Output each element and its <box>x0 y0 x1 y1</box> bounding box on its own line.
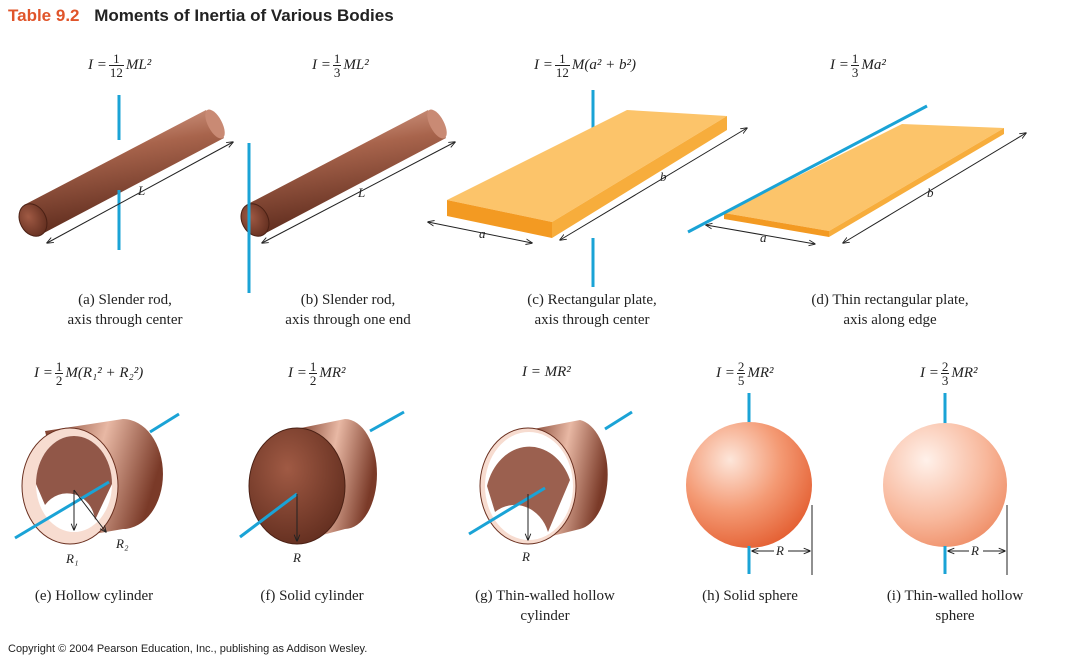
sphere-body <box>883 423 1007 547</box>
radius-label: R <box>292 550 301 565</box>
length-label: b <box>927 185 934 200</box>
axis-line <box>468 486 546 536</box>
radius-label: R <box>970 543 979 558</box>
plate-center-figure: a b <box>428 90 747 287</box>
caption-f: (f) Solid cylinder <box>260 588 364 604</box>
length-dimension <box>262 142 455 243</box>
label-mask <box>969 543 983 557</box>
caption-b: (b) Slender rod,axis through one end <box>285 292 411 328</box>
width-dimension <box>428 222 532 243</box>
plate-edge-figure: a b <box>687 104 1026 245</box>
outer-radius-label: R₂ <box>115 536 129 551</box>
sphere-body <box>686 422 812 548</box>
rod-end <box>427 109 447 139</box>
rod-end-figure: L <box>240 109 455 293</box>
width-label: a <box>479 226 486 241</box>
length-label: b <box>660 169 667 184</box>
table-title: Table 9.2 Moments of Inertia of Various … <box>8 6 394 26</box>
axis-line <box>14 480 110 540</box>
axis-line <box>687 104 928 234</box>
axis-line <box>149 412 180 434</box>
length-label: L <box>357 185 365 200</box>
radius-label: R <box>521 549 530 564</box>
width-dimension <box>706 225 815 244</box>
caption-c: (c) Rectangular plate,axis through cente… <box>527 292 657 328</box>
axis-line <box>369 410 405 433</box>
cylinder-face <box>248 427 346 545</box>
outer-radius-arrow <box>73 489 106 532</box>
rod-body <box>246 110 446 234</box>
caption-e: (e) Hollow cylinder <box>34 588 154 604</box>
hollow-cylinder-figure: R₁ R₂ <box>14 412 180 566</box>
rod-body <box>24 110 224 234</box>
caption-a: (a) Slender rod,axis through center <box>67 292 183 328</box>
rod-center-figure: L <box>18 95 233 250</box>
radius-label: R <box>775 543 784 558</box>
caption-h: (h) Solid sphere <box>702 588 798 604</box>
formula-g: I = MR² <box>522 364 571 380</box>
rod-end <box>205 109 225 139</box>
cylinder-interior <box>487 446 570 532</box>
rod-end-face <box>18 203 48 237</box>
table-heading: Moments of Inertia of Various Bodies <box>94 6 394 25</box>
hollow-sphere-figure: R <box>883 393 1008 575</box>
length-label: L <box>137 183 145 198</box>
solid-sphere-figure: R <box>686 393 813 575</box>
axis-line <box>239 492 298 539</box>
length-dimension <box>47 142 233 243</box>
width-label: a <box>760 230 767 245</box>
thin-cylinder-figure: R <box>468 410 633 564</box>
length-dimension <box>843 133 1026 243</box>
label-mask <box>774 543 788 557</box>
length-dimension <box>560 128 747 240</box>
solid-cylinder-figure: R <box>239 410 405 565</box>
table-number: Table 9.2 <box>8 6 80 25</box>
caption-d: (d) Thin rectangular plate,axis along ed… <box>811 292 969 328</box>
copyright-notice: Copyright © 2004 Pearson Education, Inc.… <box>8 643 368 655</box>
cylinder-interior <box>36 436 112 520</box>
axis-line <box>604 410 633 431</box>
inner-radius-label: R₁ <box>65 551 78 566</box>
